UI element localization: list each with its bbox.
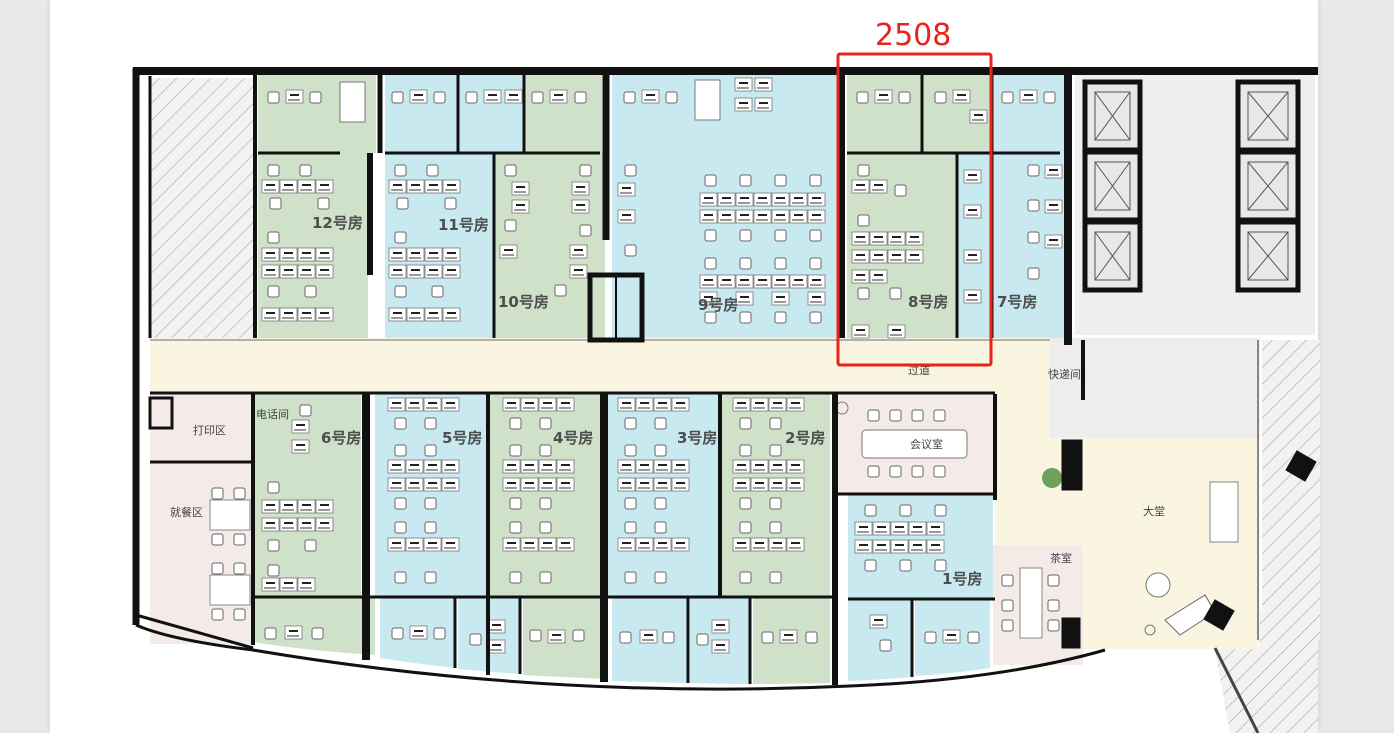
room-8-label: 8号房 <box>908 293 948 311</box>
entrance-hatch-area <box>1215 560 1318 733</box>
room-1-label: 1号房 <box>942 570 982 588</box>
meeting-room-label: 会议室 <box>910 437 943 451</box>
dining-table-set <box>209 487 251 621</box>
furniture <box>267 77 1056 124</box>
lobby-furniture <box>1042 468 1239 636</box>
lobby-label: 大堂 <box>1143 504 1165 518</box>
bottom-office-a <box>253 597 375 655</box>
dining-area-label: 就餐区 <box>170 505 203 519</box>
room-9-area <box>612 75 839 338</box>
top-office-d <box>526 75 602 153</box>
meeting-table-set <box>835 401 968 478</box>
room-11-label: 11号房 <box>438 216 489 234</box>
phone-room-label: 电话间 <box>256 408 289 421</box>
tea-room-label: 茶室 <box>1050 551 1072 565</box>
walls <box>132 67 1318 733</box>
express-room-label: 快递间 <box>1048 367 1081 381</box>
room-5-label: 5号房 <box>442 429 482 447</box>
room-12-label: 12号房 <box>312 214 363 232</box>
room-10-label: 10号房 <box>498 293 549 311</box>
highlight-box <box>836 52 993 367</box>
print-area-label: 打印区 <box>193 423 226 437</box>
room-3-label: 3号房 <box>677 429 717 447</box>
room-6-label: 6号房 <box>321 429 361 447</box>
room-2-label: 2号房 <box>785 429 825 447</box>
room-9-label: 9号房 <box>698 296 738 314</box>
top-office-b <box>385 75 458 153</box>
bottom-office-h <box>848 599 912 681</box>
highlight-number: 2508 <box>875 18 951 53</box>
stair-hatch-area <box>150 78 253 338</box>
top-office-e <box>847 75 922 153</box>
room-8-side <box>957 153 992 338</box>
top-office-c <box>458 75 526 153</box>
elevator-cabins <box>1094 91 1289 281</box>
room-7-label: 7号房 <box>997 293 1037 311</box>
room-4-label: 4号房 <box>553 429 593 447</box>
tea-table-set <box>1001 567 1060 639</box>
